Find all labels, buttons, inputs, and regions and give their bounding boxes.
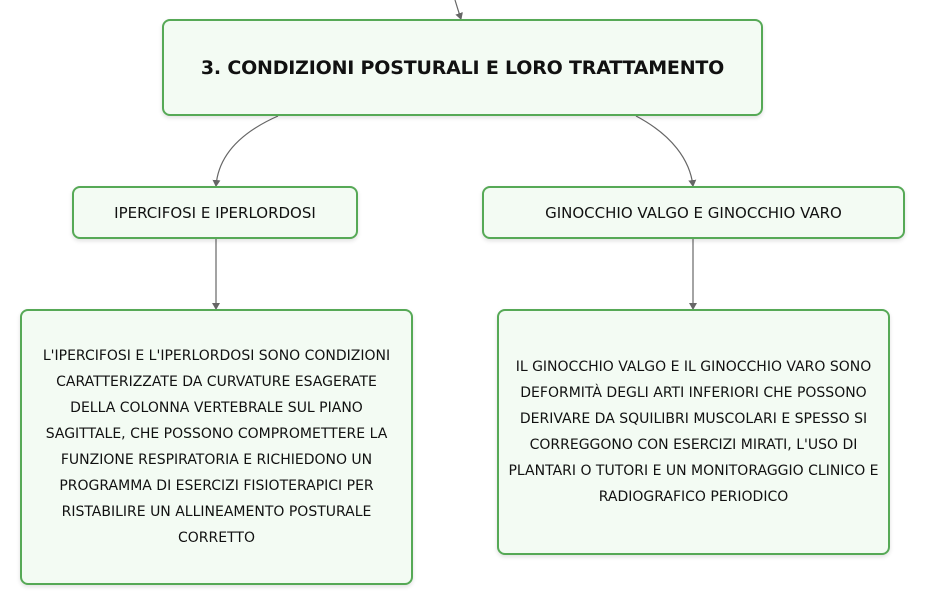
description-node-ginocchio[interactable]: IL GINOCCHIO VALGO E IL GINOCCHIO VARO S… [497, 309, 890, 555]
connector-root-to-right [635, 115, 697, 187]
root-node-label: 3. CONDIZIONI POSTURALI E LORO TRATTAMEN… [200, 56, 725, 79]
connector-parent-to-root [454, 0, 463, 20]
connector-root-to-left [212, 115, 279, 187]
root-node[interactable]: 3. CONDIZIONI POSTURALI E LORO TRATTAMEN… [162, 19, 763, 116]
branch-node-label: IPERCIFOSI E IPERLORDOSI [114, 203, 316, 222]
description-text: L'IPERCIFOSI E L'IPERLORDOSI SONO CONDIZ… [42, 348, 391, 546]
description-text: IL GINOCCHIO VALGO E IL GINOCCHIO VARO S… [508, 359, 879, 505]
description-node-ipercifosi[interactable]: L'IPERCIFOSI E L'IPERLORDOSI SONO CONDIZ… [20, 309, 413, 585]
branch-node-label: GINOCCHIO VALGO E GINOCCHIO VARO [545, 203, 842, 222]
branch-node-ipercifosi[interactable]: IPERCIFOSI E IPERLORDOSI [72, 186, 358, 239]
branch-node-ginocchio[interactable]: GINOCCHIO VALGO E GINOCCHIO VARO [482, 186, 905, 239]
